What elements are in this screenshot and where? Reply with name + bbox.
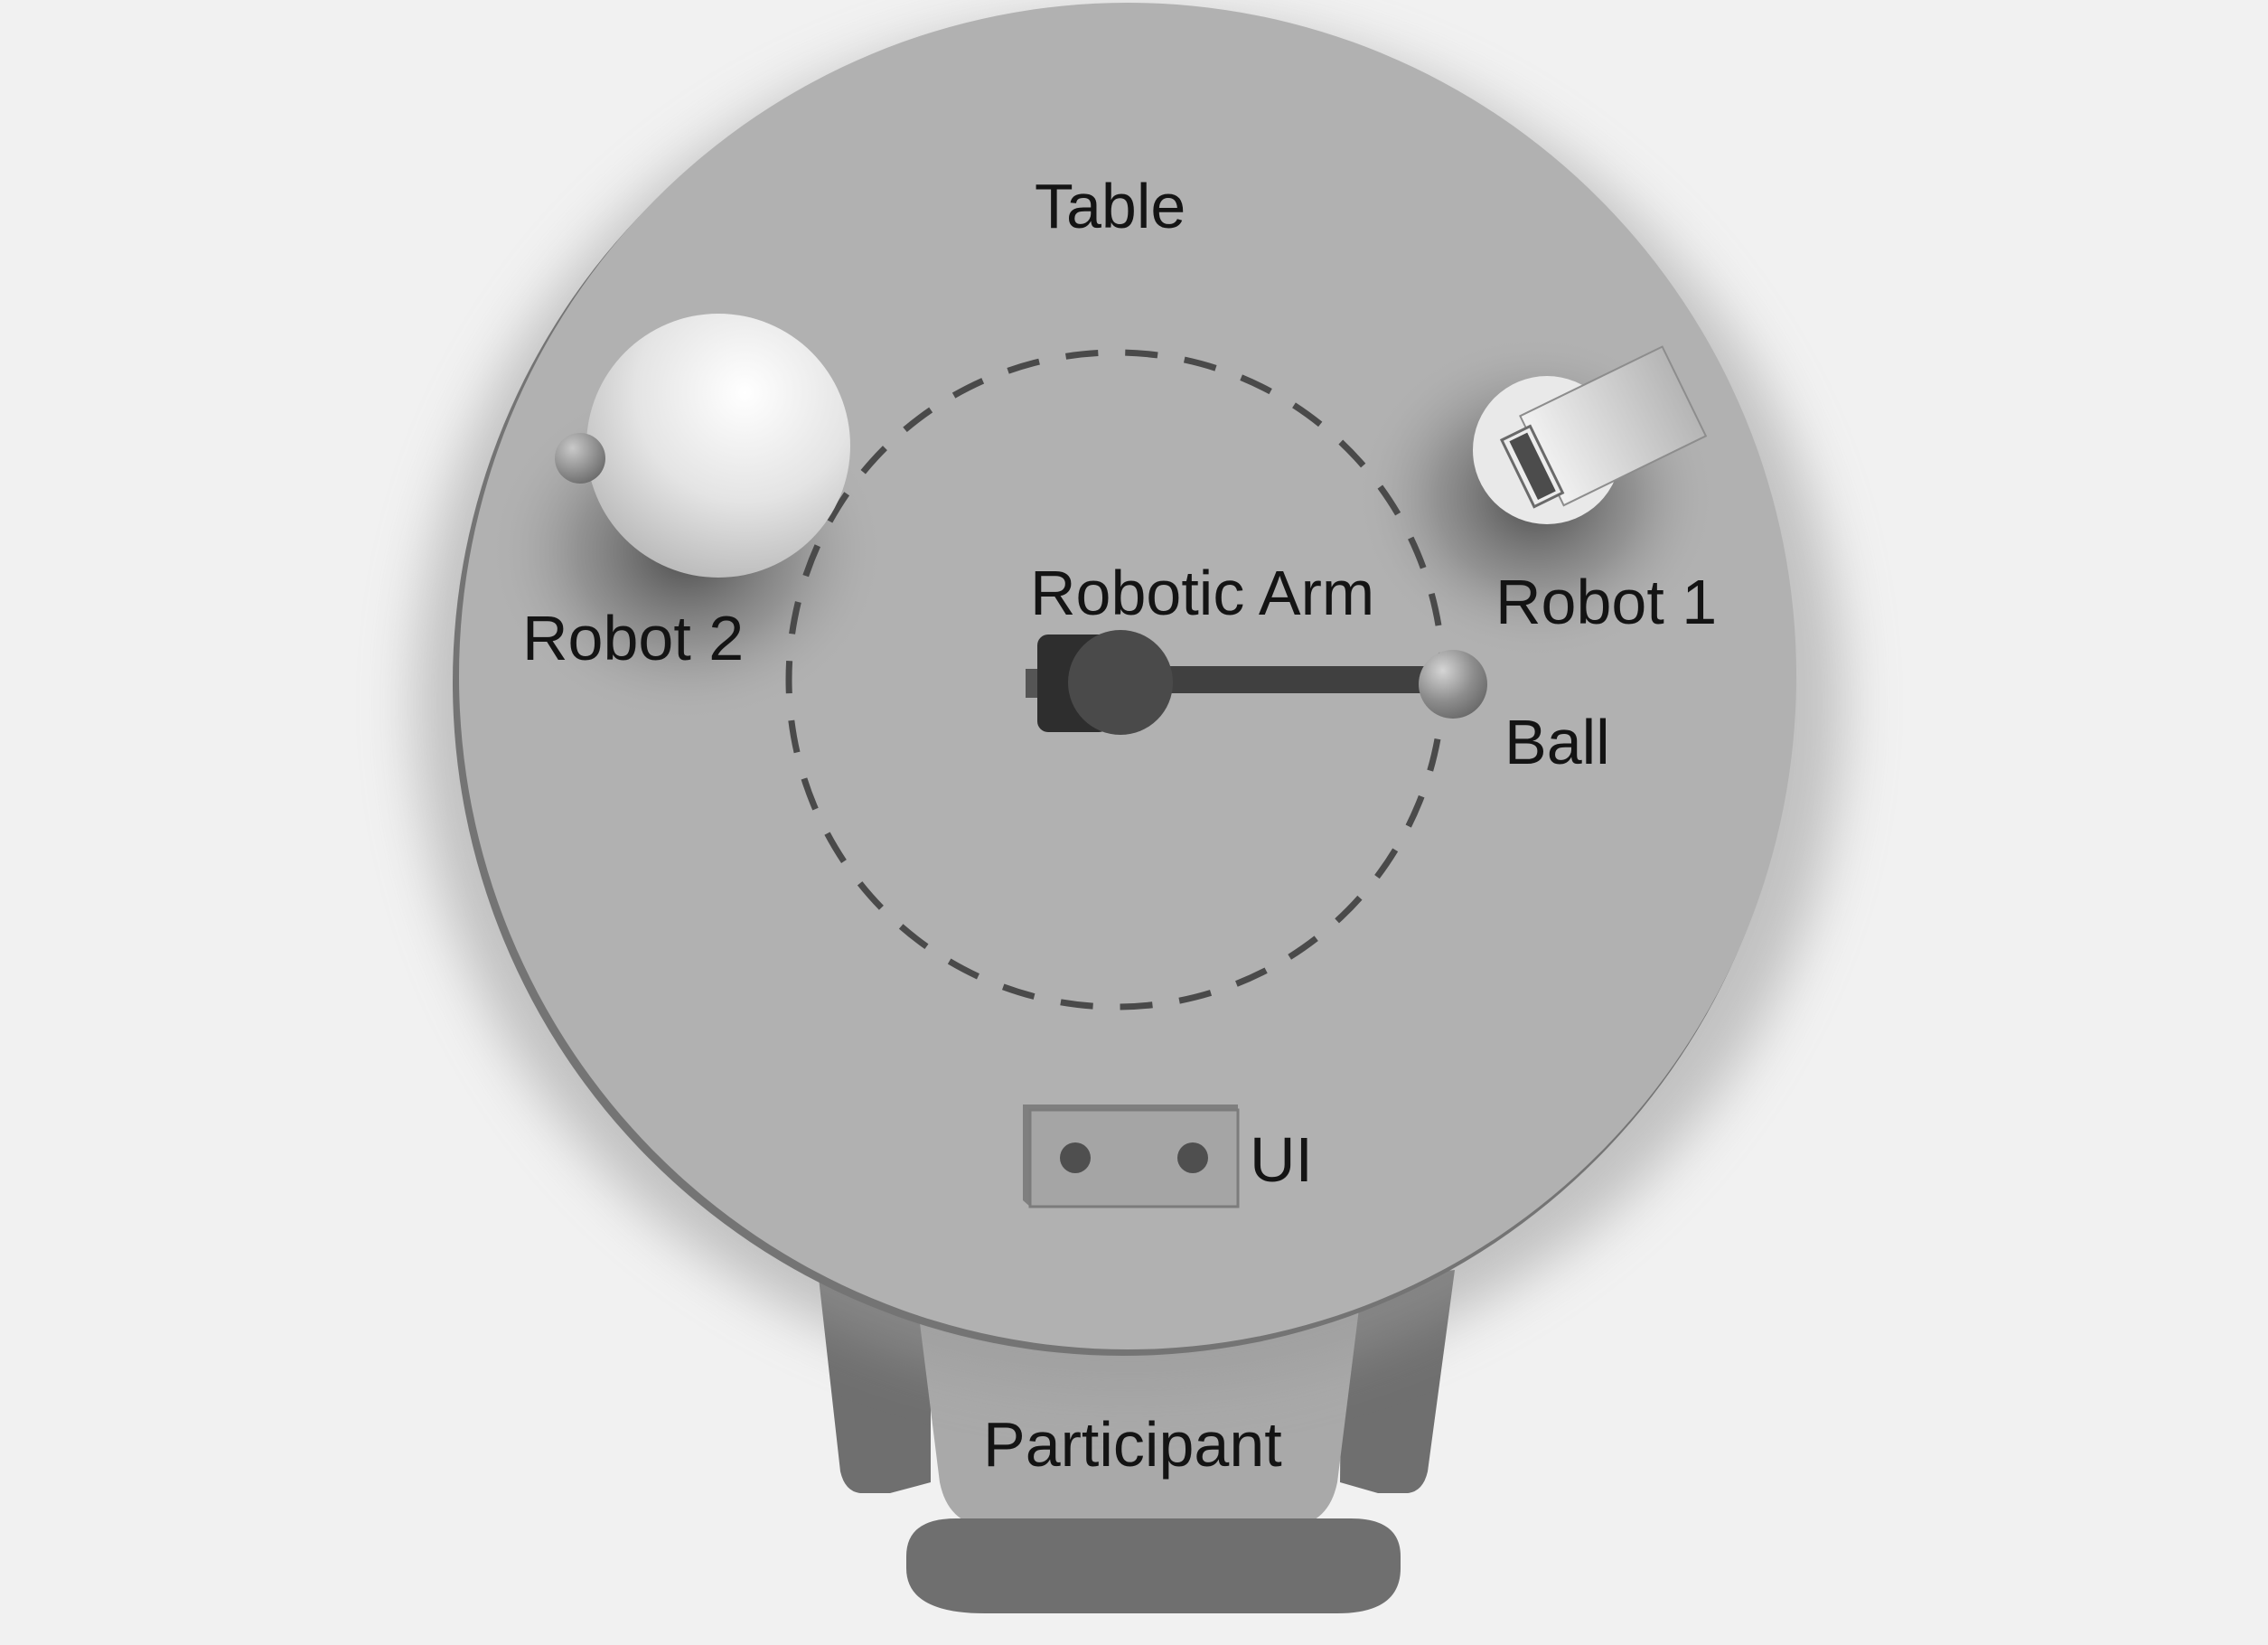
robot2-small-ball [555,433,605,484]
robot1-body [1499,345,1708,509]
participant-label: Participant [983,1409,1282,1480]
robot2-body [586,314,850,578]
chair-backrest [906,1518,1401,1613]
ui-label: UI [1250,1124,1313,1195]
ui-button-right [1177,1142,1208,1173]
robot1 [1473,345,1708,524]
robot2-label: Robot 2 [522,603,744,673]
ball [1419,650,1487,719]
ball-label: Ball [1504,707,1610,777]
robotic-arm-link [1120,666,1455,693]
ui-device [1023,1104,1240,1208]
table-label: Table [1035,171,1186,241]
robotic-arm [1026,630,1455,735]
ui-button-left [1060,1142,1091,1173]
robot2 [555,314,850,578]
robotic-arm-label: Robotic Arm [1030,558,1374,628]
robot1-gripper [1509,432,1556,501]
robot1-label: Robot 1 [1495,567,1717,637]
robotic-arm-joint [1068,630,1173,735]
